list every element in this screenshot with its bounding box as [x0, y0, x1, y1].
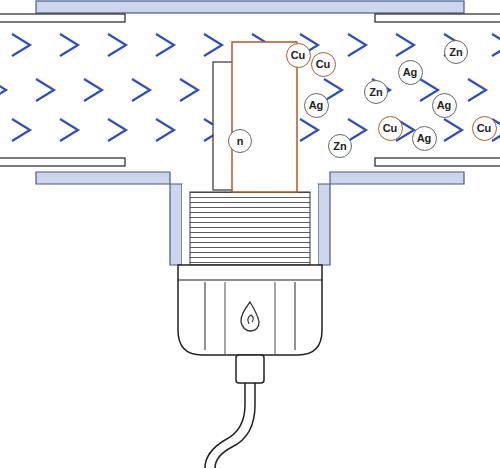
- cable-gland: [236, 355, 264, 383]
- screw-thread: [190, 192, 310, 265]
- flow-chevron: [396, 34, 414, 56]
- flow-chevron: [12, 119, 30, 141]
- ion-label: Ag: [309, 100, 324, 111]
- ion-circle: Cu: [311, 52, 336, 77]
- ion-circle: Ag: [412, 126, 437, 151]
- flow-chevron: [300, 119, 318, 141]
- flow-chevron: [204, 34, 222, 56]
- ion-circle: n: [228, 129, 252, 153]
- flow-chevron: [0, 79, 6, 101]
- ion-label: Zn: [449, 47, 462, 58]
- pipe-wall: [0, 158, 125, 166]
- pipe-wall: [36, 1, 464, 13]
- ion-label: Cu: [477, 123, 492, 134]
- flow-chevron: [180, 79, 198, 101]
- flow-chevron: [36, 79, 54, 101]
- ion-label: n: [237, 136, 244, 147]
- ion-label: Zn: [333, 141, 346, 152]
- flow-chevron: [60, 119, 78, 141]
- flow-chevron: [132, 79, 150, 101]
- ion-label: Ag: [417, 133, 432, 144]
- electrode-plate: [213, 62, 233, 190]
- ion-label: Cu: [291, 50, 306, 61]
- ion-circle: Ag: [398, 60, 423, 85]
- drop-logo: [241, 302, 259, 331]
- ion-circle: Cu: [286, 43, 311, 68]
- flow-chevron: [348, 34, 366, 56]
- flow-chevron: [108, 119, 126, 141]
- flow-chevron: [444, 119, 462, 141]
- ion-circle: Cu: [472, 116, 497, 141]
- pipe-wall: [0, 14, 125, 22]
- ion-circle: Zn: [328, 134, 352, 158]
- flow-chevron: [156, 119, 174, 141]
- ion-label: Cu: [316, 59, 331, 70]
- cable: [205, 383, 245, 468]
- flow-chevron: [492, 34, 500, 56]
- ion-label: Ag: [437, 100, 452, 111]
- flow-chevron: [84, 79, 102, 101]
- ion-circle: Zn: [444, 40, 468, 64]
- ion-label: Ag: [403, 67, 418, 78]
- ion-circle: Zn: [364, 80, 388, 104]
- device-housing: [178, 265, 322, 355]
- flow-chevron: [12, 34, 30, 56]
- flow-chevron: [156, 34, 174, 56]
- pipe-wall: [375, 14, 500, 22]
- ion-label: Cu: [383, 123, 398, 134]
- flow-chevron: [108, 34, 126, 56]
- pipe-wall: [375, 158, 500, 166]
- ion-circle: Ag: [432, 93, 457, 118]
- fitting-bore: [182, 184, 318, 265]
- ion-circle: Cu: [378, 116, 403, 141]
- flow-chevron: [60, 34, 78, 56]
- ion-label: Zn: [369, 87, 382, 98]
- flow-chevron: [348, 119, 366, 141]
- ion-circle: Ag: [304, 93, 329, 118]
- electrode: [232, 42, 297, 192]
- flow-chevron: [468, 79, 486, 101]
